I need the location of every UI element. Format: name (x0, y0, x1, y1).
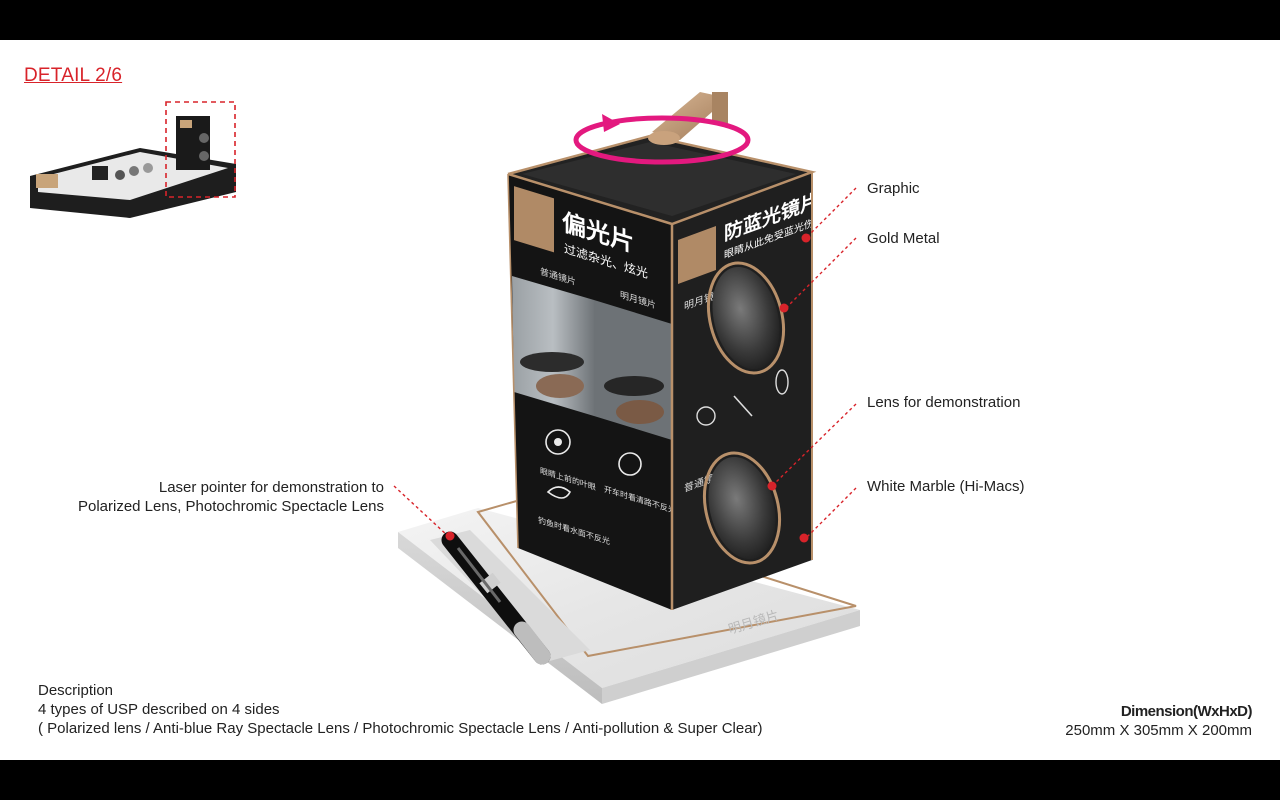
detail-title: DETAIL 2/6 (24, 65, 123, 86)
laser-line-1: Laser pointer for demonstration to (158, 479, 384, 496)
description-line-1: 4 types of USP described on 4 sides (38, 701, 280, 718)
callout-laser-pointer: Laser pointer for demonstration to Polar… (78, 478, 384, 516)
description-block: Description 4 types of USP described on … (38, 681, 763, 738)
laser-pointer-pen (441, 531, 551, 665)
product-illustration: 明月镜片 偏光片 过滤杂光、炫光 普通镜片 明月镜片 (30, 92, 860, 704)
fishing-icon (546, 486, 571, 499)
callout-lens: Lens for demonstration (867, 394, 1021, 411)
cube-top (507, 92, 817, 610)
slide-canvas: DETAIL 2/6 (0, 40, 1280, 760)
lens-icon (775, 369, 789, 395)
wifi-icon (696, 406, 716, 426)
laser-line-2: Polarized Lens, Photochromic Spectacle L… (77, 498, 384, 515)
eye-icon (545, 429, 571, 455)
callout-graphic: Graphic (867, 180, 920, 197)
no-blue-icon (733, 395, 753, 417)
dimension-value: 250mm X 305mm X 200mm (1065, 722, 1252, 739)
callout-gold-metal: Gold Metal (867, 230, 940, 247)
description-line-2: ( Polarized lens / Anti-blue Ray Spectac… (38, 720, 763, 737)
cube-right-face: 防蓝光镜片 眼睛从此免受蓝光伤害 明月镜片 普通镜片 (672, 172, 824, 610)
lower-demo-lens (708, 456, 776, 560)
callout-marble: White Marble (Hi-Macs) (867, 478, 1025, 495)
callout-dots (445, 233, 811, 543)
dimension-block: Dimension(WxHxD) 250mm X 305mm X 200mm (1065, 702, 1252, 740)
overview-thumbnail (30, 101, 236, 218)
rotate-arrow-icon (573, 115, 751, 165)
upper-demo-lens (712, 266, 780, 370)
description-heading: Description (38, 682, 114, 699)
car-icon (618, 452, 642, 476)
cube-left-face: 偏光片 过滤杂光、炫光 普通镜片 明月镜片 眼睛上前的叶眼 开车时看清路不反光 … (508, 174, 676, 610)
dimension-label: Dimension(WxHxD) (1120, 703, 1253, 720)
callout-leaders (393, 187, 857, 539)
